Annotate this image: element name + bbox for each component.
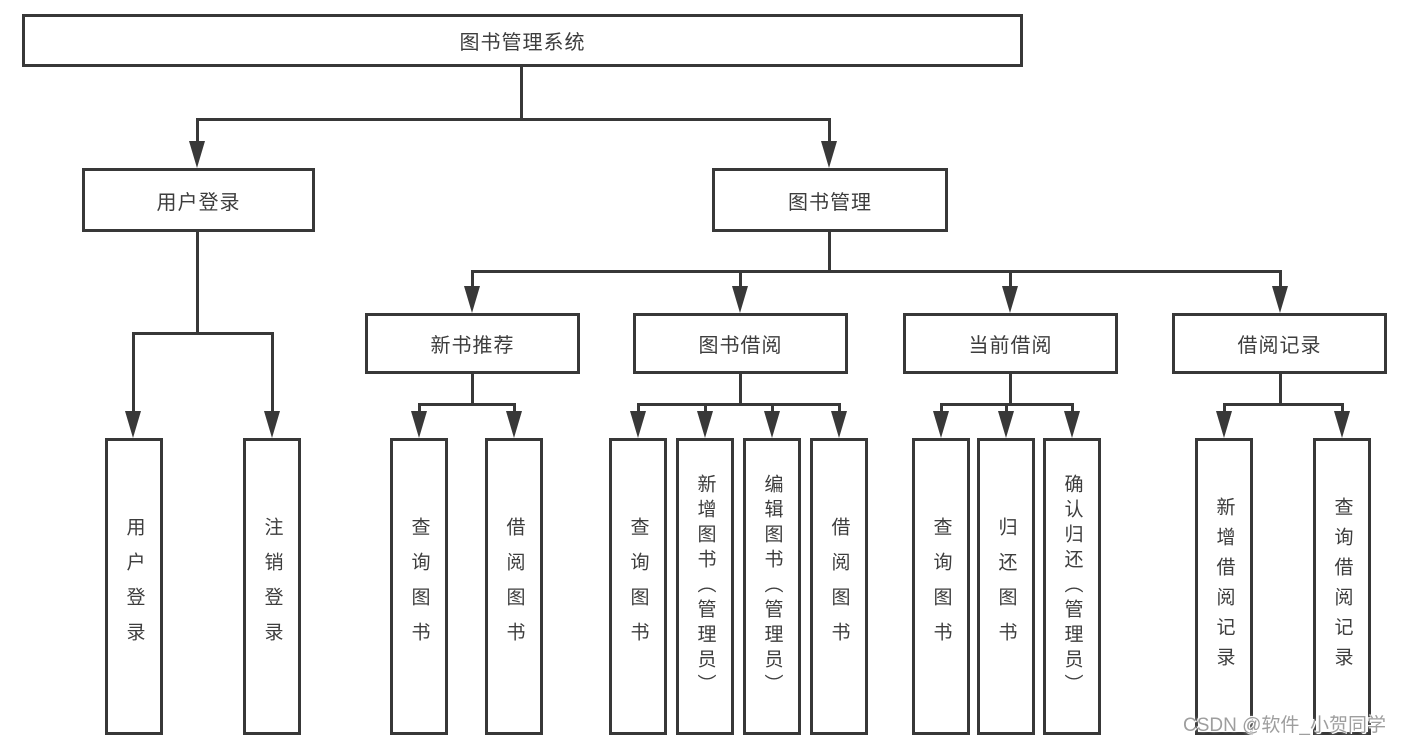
node-user-login: 用户登录 (82, 168, 315, 232)
connector-current-drop-3 (1071, 403, 1074, 413)
connector-root-drop-left (196, 118, 199, 144)
arrow-to-borrowing-records (1272, 286, 1288, 313)
node-current-borrowing: 当前借阅 (903, 313, 1118, 374)
connector-records-drop-1 (1223, 403, 1226, 413)
leaf-query-books-current: 查询图书 (912, 438, 970, 735)
leaf-query-books-current-label: 查询图书 (930, 516, 952, 657)
node-borrowing-records: 借阅记录 (1172, 313, 1387, 374)
connector-current-drop-2 (1005, 403, 1008, 413)
connector-borrowing-drop-4 (838, 403, 841, 413)
arrow-to-user-login (189, 141, 205, 168)
leaf-logout-label: 注销登录 (261, 516, 283, 657)
connector-recommend-bar (418, 403, 516, 406)
node-root-library-system: 图书管理系统 (22, 14, 1023, 67)
connector-mgmt-bar (471, 270, 1282, 273)
leaf-borrow-books-recommend: 借阅图书 (485, 438, 543, 735)
node-book-borrowing: 图书借阅 (633, 313, 848, 374)
leaf-add-books-admin-label: 新增图书（管理员） (694, 474, 716, 699)
leaf-edit-books-admin: 编辑图书（管理员） (743, 438, 801, 735)
connector-login-drop-left (132, 332, 135, 413)
leaf-borrow-books-label: 借阅图书 (828, 516, 850, 657)
connector-mgmt-drop-3 (1009, 270, 1012, 289)
connector-root-bar (196, 118, 831, 121)
arrow-to-leaf-query-borrow-record (1334, 411, 1350, 438)
arrow-to-book-borrowing (732, 286, 748, 313)
connector-records-drop-2 (1341, 403, 1344, 413)
connector-mgmt-drop-1 (471, 270, 474, 289)
leaf-add-borrow-record-label: 新增借阅记录 (1213, 496, 1235, 677)
connector-login-bar (132, 332, 274, 335)
leaf-borrow-books-recommend-label: 借阅图书 (503, 516, 525, 657)
leaf-query-books-recommend-label: 查询图书 (408, 516, 430, 657)
leaf-logout: 注销登录 (243, 438, 301, 735)
leaf-user-login: 用户登录 (105, 438, 163, 735)
connector-root-drop-right (828, 118, 831, 144)
leaf-user-login-label: 用户登录 (123, 516, 145, 657)
connector-borrowing-drop-1 (637, 403, 640, 413)
connector-mgmt-stem (828, 232, 831, 271)
connector-recommend-drop-2 (513, 403, 516, 413)
arrow-to-leaf-add-borrow-record (1216, 411, 1232, 438)
arrow-to-new-book-recommendation (464, 286, 480, 313)
connector-borrowing-bar (637, 403, 841, 406)
arrow-to-leaf-logout (264, 411, 280, 438)
connector-mgmt-drop-4 (1279, 270, 1282, 289)
leaf-return-books: 归还图书 (977, 438, 1035, 735)
leaf-query-borrow-record-label: 查询借阅记录 (1331, 496, 1353, 677)
connector-borrowing-drop-3 (771, 403, 774, 413)
leaf-confirm-return-admin: 确认归还（管理员） (1043, 438, 1101, 735)
arrow-to-leaf-edit-books-admin (764, 411, 780, 438)
leaf-add-borrow-record: 新增借阅记录 (1195, 438, 1253, 735)
arrow-to-leaf-query-books-recommend (411, 411, 427, 438)
connector-root-stem (520, 66, 523, 119)
arrow-to-current-borrowing (1002, 286, 1018, 313)
leaf-query-books-borrowing-label: 查询图书 (627, 516, 649, 657)
leaf-confirm-return-admin-label: 确认归还（管理员） (1061, 474, 1083, 699)
leaf-add-books-admin: 新增图书（管理员） (676, 438, 734, 735)
connector-current-drop-1 (940, 403, 943, 413)
leaf-borrow-books: 借阅图书 (810, 438, 868, 735)
leaf-query-borrow-record: 查询借阅记录 (1313, 438, 1371, 735)
csdn-watermark: CSDN @软件_小贺同学 (1183, 715, 1386, 736)
arrow-to-leaf-user-login (125, 411, 141, 438)
connector-borrowing-stem (739, 374, 742, 405)
arrow-to-leaf-query-books-current (933, 411, 949, 438)
leaf-return-books-label: 归还图书 (995, 516, 1017, 657)
connector-borrowing-drop-2 (704, 403, 707, 413)
leaf-query-books-recommend: 查询图书 (390, 438, 448, 735)
node-new-book-recommendation: 新书推荐 (365, 313, 580, 374)
arrow-to-leaf-query-books-borrowing (630, 411, 646, 438)
connector-recommend-stem (471, 374, 474, 405)
leaf-query-books-borrowing: 查询图书 (609, 438, 667, 735)
arrow-to-leaf-borrow-books-recommend (506, 411, 522, 438)
arrow-to-book-management (821, 141, 837, 168)
connector-login-drop-right (271, 332, 274, 413)
arrow-to-leaf-borrow-books (831, 411, 847, 438)
arrow-to-leaf-confirm-return-admin (1064, 411, 1080, 438)
connector-records-stem (1279, 374, 1282, 405)
connector-login-stem (196, 232, 199, 333)
arrow-to-leaf-add-books-admin (697, 411, 713, 438)
connector-current-stem (1009, 374, 1012, 405)
connector-recommend-drop-1 (418, 403, 421, 413)
node-book-management: 图书管理 (712, 168, 948, 232)
connector-records-bar (1223, 403, 1344, 406)
connector-mgmt-drop-2 (739, 270, 742, 289)
leaf-edit-books-admin-label: 编辑图书（管理员） (761, 474, 783, 699)
arrow-to-leaf-return-books (998, 411, 1014, 438)
